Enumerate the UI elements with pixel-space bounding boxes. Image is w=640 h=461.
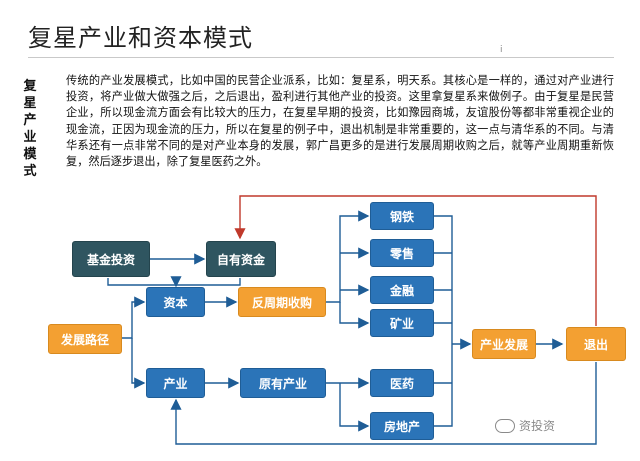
side-label-char: 星 <box>23 96 37 111</box>
side-label-char: 业 <box>23 130 37 145</box>
arrow-exit-owncapital <box>234 195 597 326</box>
node-retail: 零售 <box>370 239 434 267</box>
node-capital: 资本 <box>146 287 205 317</box>
node-pharma: 医药 <box>370 369 434 397</box>
side-label: 复 星 产 业 模 式 <box>22 78 38 180</box>
node-exit: 退出 <box>566 327 626 361</box>
side-label-char: 复 <box>23 79 37 94</box>
merge-line <box>107 278 241 286</box>
node-finance: 金融 <box>370 276 434 304</box>
page-title: 复星产业和资本模式 <box>28 24 253 52</box>
arrow-exit-industry <box>170 362 597 445</box>
node-industry: 产业 <box>146 368 205 398</box>
arrow-path-capital <box>122 296 146 339</box>
side-label-char: 式 <box>23 164 37 179</box>
wechat-icon <box>495 418 515 433</box>
node-real-estate: 房地产 <box>370 412 434 440</box>
node-existing-industry: 原有产业 <box>240 368 326 398</box>
cursor-mark: i <box>500 45 503 55</box>
node-fund-invest: 基金投资 <box>72 241 150 277</box>
arrow-path-industry <box>131 338 146 389</box>
node-counter-cycle: 反周期收购 <box>238 287 326 317</box>
node-mining: 矿业 <box>370 309 434 337</box>
watermark: 资投资 <box>495 417 555 434</box>
watermark-text: 资投资 <box>519 419 556 433</box>
side-label-char: 产 <box>23 113 37 128</box>
title-divider <box>28 57 614 58</box>
node-dev-path: 发展路径 <box>48 324 122 354</box>
node-own-capital: 自有资金 <box>206 241 276 277</box>
side-label-char: 模 <box>23 147 37 162</box>
body-paragraph: 传统的产业发展模式，比如中国的民营企业派系，比如：复星系，明天系。其核心是一样的… <box>66 74 614 169</box>
node-steel: 钢铁 <box>370 202 434 230</box>
node-industry-dev: 产业发展 <box>472 329 536 359</box>
